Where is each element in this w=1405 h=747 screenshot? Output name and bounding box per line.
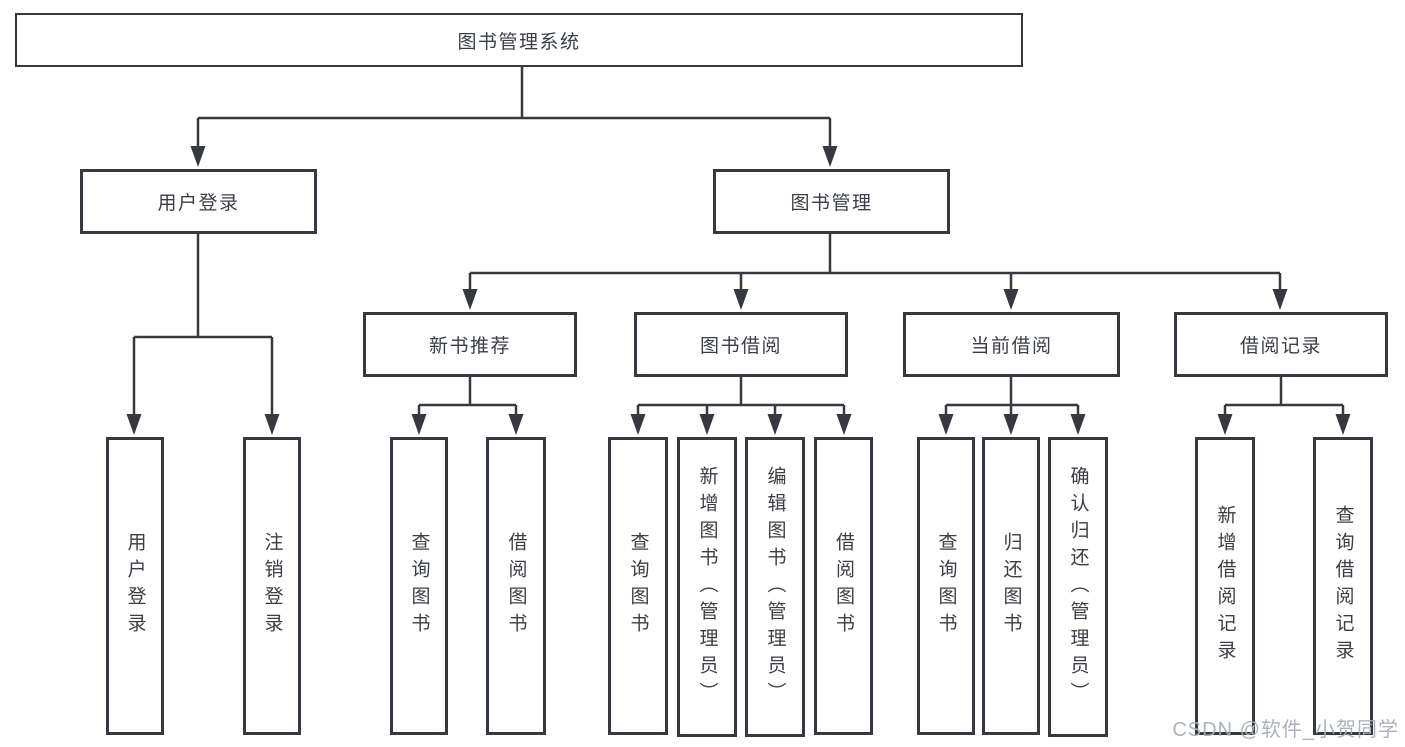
leaf-add-borrow-record-label: 新增借阅记录	[1214, 505, 1236, 667]
leaf-confirm-return-admin-label: 确认归还（管理员）	[1067, 465, 1089, 709]
node-book-management-label: 图书管理	[790, 193, 873, 214]
node-new-book-recommend-label: 新书推荐	[428, 336, 511, 357]
leaf-query-borrow-record: 查询借阅记录	[1313, 437, 1373, 735]
leaf-edit-book-admin-label: 编辑图书（管理员）	[764, 465, 786, 709]
leaf-query-borrow-record-label: 查询借阅记录	[1332, 505, 1354, 667]
node-root-label: 图书管理系统	[457, 31, 581, 53]
csdn-watermark: CSDN @软件_小贺同学	[1172, 719, 1399, 741]
tree-edges	[132, 67, 1345, 417]
leaf-confirm-return-admin: 确认归还（管理员）	[1048, 437, 1108, 737]
leaf-borrow-book-recommend-label: 借阅图书	[505, 532, 527, 640]
node-root-system: 图书管理系统	[15, 13, 1023, 67]
leaf-query-book-current: 查询图书	[917, 437, 975, 735]
leaf-borrow-book-label: 借阅图书	[833, 532, 854, 640]
leaf-edit-book-admin: 编辑图书（管理员）	[745, 437, 805, 737]
arrowheads-leaves	[126, 414, 1351, 435]
node-book-management: 图书管理	[713, 169, 950, 234]
node-user-login: 用户登录	[80, 169, 317, 234]
leaf-user-login: 用户登录	[106, 437, 164, 735]
leaf-add-borrow-record: 新增借阅记录	[1195, 437, 1255, 735]
node-current-borrowing: 当前借阅	[903, 312, 1120, 377]
leaf-logout-label: 注销登录	[261, 532, 283, 640]
leaf-add-book-admin: 新增图书（管理员）	[677, 437, 737, 737]
leaf-query-book-borrowing: 查询图书	[608, 437, 668, 735]
leaf-user-login-label: 用户登录	[124, 532, 146, 640]
leaf-query-book-borrowing-label: 查询图书	[627, 532, 649, 640]
node-borrow-records: 借阅记录	[1174, 312, 1388, 377]
leaf-return-book-label: 归还图书	[1000, 532, 1022, 640]
leaf-return-book: 归还图书	[982, 437, 1040, 735]
leaf-query-book-current-label: 查询图书	[935, 532, 957, 640]
node-borrow-records-label: 借阅记录	[1239, 336, 1322, 357]
node-book-borrowing-label: 图书借阅	[699, 336, 782, 357]
leaf-borrow-book: 借阅图书	[814, 437, 873, 735]
arrowheads-level2	[190, 146, 838, 167]
node-user-login-label: 用户登录	[157, 193, 240, 214]
node-new-book-recommend: 新书推荐	[363, 312, 577, 377]
leaf-logout: 注销登录	[243, 437, 301, 735]
leaf-query-book-recommend: 查询图书	[390, 437, 448, 735]
leaf-query-book-recommend-label: 查询图书	[408, 532, 430, 640]
node-current-borrowing-label: 当前借阅	[970, 336, 1053, 357]
leaf-borrow-book-recommend: 借阅图书	[486, 437, 546, 735]
arrowheads-level3	[462, 289, 1288, 310]
leaf-add-book-admin-label: 新增图书（管理员）	[696, 465, 718, 709]
node-book-borrowing: 图书借阅	[634, 312, 848, 377]
